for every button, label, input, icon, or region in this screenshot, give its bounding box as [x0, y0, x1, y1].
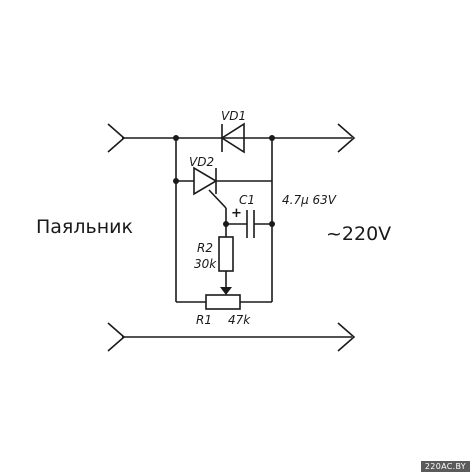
site-watermark: 220AC.BY	[420, 461, 470, 472]
r2-label: R2	[197, 241, 213, 255]
r1-label: R1	[196, 313, 212, 327]
vd1-label: VD1	[221, 109, 246, 123]
load-label: Паяльник	[36, 216, 133, 238]
c1-polarity-mark: +	[231, 206, 242, 221]
c1-value-label: 4.7µ 63V	[282, 193, 337, 207]
r2-value-label: 30k	[194, 257, 217, 271]
bottom-rail-left-arrow	[107, 322, 126, 352]
mains-voltage-label: ~220V	[326, 223, 391, 245]
bottom-rail-right-arrow	[337, 322, 356, 352]
thyristor-vd2	[176, 166, 272, 209]
potentiometer-r1	[176, 287, 272, 310]
diode-vd1	[220, 122, 245, 154]
vd2-label: VD2	[189, 155, 214, 169]
top-rail-left-arrow	[107, 123, 126, 153]
resistor-r2	[218, 236, 234, 272]
c1-label: C1	[239, 193, 255, 207]
top-rail-right-arrow	[337, 123, 356, 153]
capacitor-c1	[226, 210, 272, 238]
r1-value-label: 47k	[228, 313, 251, 327]
